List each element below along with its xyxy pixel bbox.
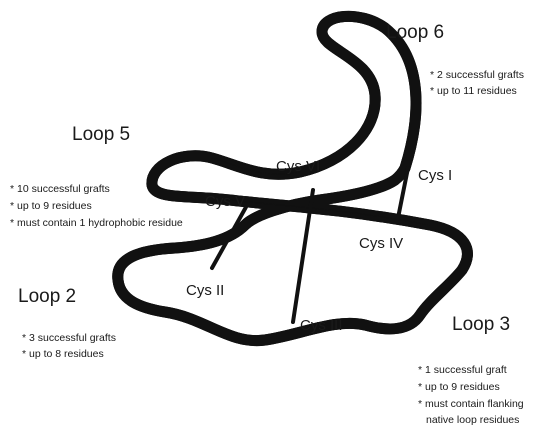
loop3-label: Loop 3 (452, 314, 510, 335)
loop3-notes: * 1 successful graft * up to 9 residues … (418, 364, 524, 426)
loop6-note-line: * 2 successful grafts (430, 69, 524, 81)
cys5-label: Cys V (205, 193, 245, 210)
backbone-ribbon (118, 16, 468, 340)
loop6-note-line: * up to 11 residues (430, 85, 517, 97)
loop3-note-line: * up to 9 residues (418, 381, 500, 393)
cys1-label: Cys I (418, 167, 452, 184)
loop2-note-line: * 3 successful grafts (22, 332, 116, 344)
loop5-label: Loop 5 (72, 124, 130, 145)
cys3-label: Cys III (300, 317, 343, 334)
loop3-note-line: * must contain flanking (418, 398, 524, 410)
loop5-note-line: * must contain 1 hydrophobic residue (10, 217, 183, 229)
loop2-note-line: * up to 8 residues (22, 348, 104, 360)
loop2-label: Loop 2 (18, 286, 76, 307)
loop5-note-line: * 10 successful grafts (10, 183, 110, 195)
loop5-note-line: * up to 9 residues (10, 200, 92, 212)
loop6-notes: * 2 successful grafts * up to 11 residue… (430, 69, 524, 97)
cys6-label: Cys VI (276, 158, 320, 175)
loop3-note-line: native loop residues (426, 414, 519, 426)
loop6-label: Loop 6 (386, 22, 444, 43)
cys2-label: Cys II (186, 282, 224, 299)
cys4-label: Cys IV (359, 235, 403, 252)
loop2-notes: * 3 successful grafts * up to 8 residues (22, 332, 116, 360)
loop3-note-line: * 1 successful graft (418, 364, 507, 376)
